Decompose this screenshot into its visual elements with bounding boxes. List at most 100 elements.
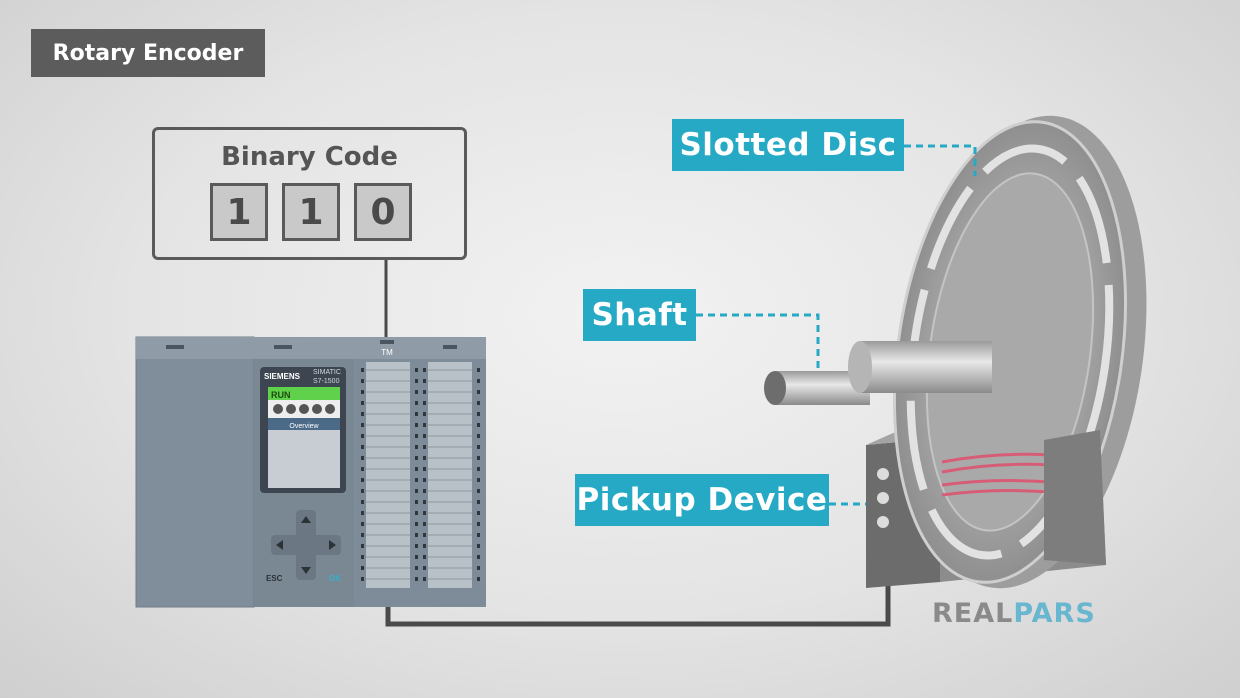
shaft-leader xyxy=(696,313,820,372)
io-terminal-dot xyxy=(423,368,426,372)
binary-digit: 1 xyxy=(210,183,268,241)
io-terminal-dot xyxy=(477,445,480,449)
io-terminal-dot xyxy=(361,423,364,427)
plc-esc-label: ESC xyxy=(266,574,283,583)
io-terminal-dot xyxy=(423,478,426,482)
io-terminal-dot xyxy=(423,511,426,515)
io-terminal-dot xyxy=(415,368,418,372)
io-terminal-dot xyxy=(477,555,480,559)
plc-module-label: TM xyxy=(381,348,393,357)
io-terminal-dot xyxy=(423,445,426,449)
io-terminal-dot xyxy=(423,522,426,526)
io-terminal-dot xyxy=(361,478,364,482)
io-terminal-dot xyxy=(423,555,426,559)
io-terminal-dot xyxy=(477,577,480,581)
binary-code-box: Binary Code 1 1 0 xyxy=(152,127,467,260)
io-terminal-dot xyxy=(423,533,426,537)
plc-screen-title: Overview xyxy=(289,423,319,430)
io-terminal-dot xyxy=(361,412,364,416)
io-terminal-dot xyxy=(361,456,364,460)
io-terminal-dot xyxy=(423,467,426,471)
title-badge: Rotary Encoder xyxy=(31,29,265,77)
io-terminal-dot xyxy=(477,533,480,537)
io-terminal-dot xyxy=(477,379,480,383)
io-terminal-dot xyxy=(477,368,480,372)
shaft-label: Shaft xyxy=(583,289,696,341)
io-terminal-dot xyxy=(423,401,426,405)
pickup-device-label: Pickup Device xyxy=(575,474,829,526)
io-terminal-dot xyxy=(477,489,480,493)
io-terminal-dot xyxy=(415,522,418,526)
io-terminal-dot xyxy=(415,379,418,383)
io-terminal-dot xyxy=(477,478,480,482)
laser-beams xyxy=(941,452,1051,497)
io-terminal-dot xyxy=(423,544,426,548)
pickup-cable xyxy=(385,585,891,627)
io-terminal-dot xyxy=(361,511,364,515)
io-terminal-dot xyxy=(423,379,426,383)
binary-code-title: Binary Code xyxy=(221,142,398,172)
io-terminal-dot xyxy=(361,533,364,537)
io-terminal-dot xyxy=(361,434,364,438)
io-terminal-dot xyxy=(415,412,418,416)
io-terminal-dot xyxy=(423,489,426,493)
io-terminal-dot xyxy=(361,544,364,548)
io-terminal-dot xyxy=(477,511,480,515)
io-terminal-dot xyxy=(477,423,480,427)
io-terminal-dot xyxy=(415,467,418,471)
io-terminal-dot xyxy=(361,467,364,471)
io-terminal-dot xyxy=(415,390,418,394)
io-terminal-dot xyxy=(361,379,364,383)
plc-unit xyxy=(135,336,486,608)
io-terminal-dot xyxy=(415,478,418,482)
io-terminal-dot xyxy=(415,555,418,559)
binary-digit: 0 xyxy=(354,183,412,241)
io-terminal-dot xyxy=(415,401,418,405)
io-terminal-dot xyxy=(423,434,426,438)
io-terminal-dot xyxy=(415,577,418,581)
binary-digit: 1 xyxy=(282,183,340,241)
io-terminal-dot xyxy=(415,500,418,504)
io-terminal-dot xyxy=(415,423,418,427)
io-terminal-dot xyxy=(477,500,480,504)
io-terminal-dot xyxy=(415,566,418,570)
io-terminal-dot xyxy=(415,456,418,460)
io-terminal-dot xyxy=(477,544,480,548)
io-terminal-dot xyxy=(361,401,364,405)
io-terminal-dot xyxy=(361,489,364,493)
io-terminal-dot xyxy=(361,445,364,449)
plc-brand: SIEMENS xyxy=(264,372,301,381)
io-terminal-dot xyxy=(423,412,426,416)
io-terminal-dot xyxy=(423,390,426,394)
io-terminal-dot xyxy=(361,522,364,526)
io-terminal-dot xyxy=(415,434,418,438)
plc-ok-label: OK xyxy=(329,574,341,583)
io-terminal-dot xyxy=(477,456,480,460)
io-terminal-dot xyxy=(361,555,364,559)
logo-part1: REAL xyxy=(932,598,1014,629)
plc-model-line2: S7-1500 xyxy=(313,378,340,385)
io-terminal-dot xyxy=(415,544,418,548)
logo-part2: PARS xyxy=(1013,598,1096,629)
io-terminal-dot xyxy=(477,566,480,570)
io-terminal-dot xyxy=(361,566,364,570)
io-terminal-dot xyxy=(361,577,364,581)
shaft xyxy=(764,341,992,405)
io-terminal-dot xyxy=(415,489,418,493)
io-terminal-dot xyxy=(477,434,480,438)
io-terminal-dot xyxy=(415,533,418,537)
io-terminal-dot xyxy=(423,423,426,427)
io-terminal-dot xyxy=(477,467,480,471)
io-terminal-dot xyxy=(361,500,364,504)
io-terminal-dot xyxy=(361,390,364,394)
io-terminal-dot xyxy=(415,445,418,449)
pickup-front-arm xyxy=(1044,430,1106,565)
io-terminal-dot xyxy=(361,368,364,372)
plc-model-line1: SIMATIC xyxy=(313,369,341,376)
slotted-disc-label: Slotted Disc xyxy=(672,119,904,171)
io-terminal-dot xyxy=(415,511,418,515)
io-terminal-dot xyxy=(477,401,480,405)
io-terminal-dot xyxy=(423,500,426,504)
io-terminal-dot xyxy=(423,577,426,581)
